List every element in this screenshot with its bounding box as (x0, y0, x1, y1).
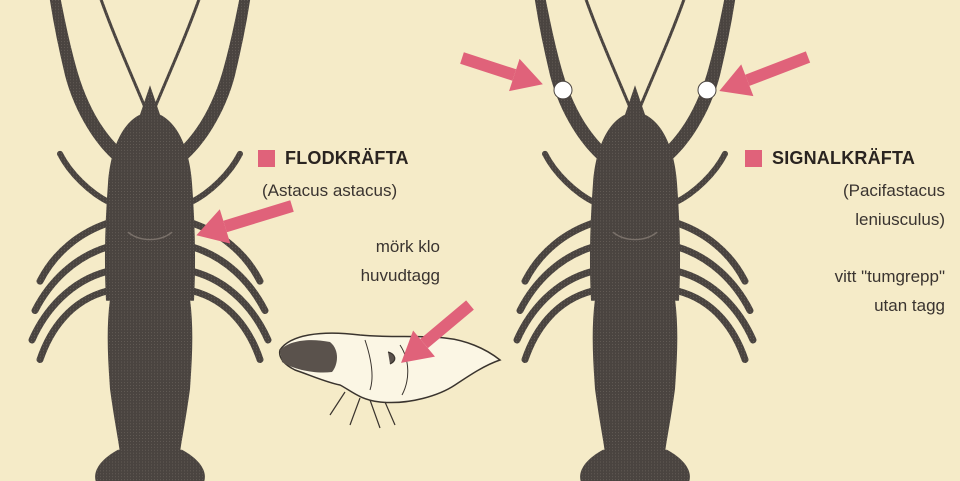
species-name: FLODKRÄFTA (285, 148, 409, 169)
note-line: mörk klo (320, 232, 440, 261)
arrow-icon (713, 41, 814, 107)
signalkrafta-illustration (501, 0, 769, 481)
flodkrafta-illustration (16, 0, 284, 481)
flodkrafta-notes: mörk klo huvudtagg (320, 232, 440, 290)
signalkrafta-notes: vitt "tumgrepp" utan tagg (760, 262, 945, 320)
head-detail-drawing (280, 333, 500, 428)
latin-name-line: (Pacifastacus (780, 176, 945, 205)
signalkrafta-label-block: SIGNALKRÄFTA (745, 148, 915, 169)
note-line: vitt "tumgrepp" (760, 262, 945, 291)
note-line: utan tagg (760, 291, 945, 320)
arrows (191, 41, 814, 376)
flodkrafta-label-block: FLODKRÄFTA (258, 148, 409, 169)
latin-name-line: leniusculus) (780, 205, 945, 234)
note-line: huvudtagg (320, 261, 440, 290)
latin-name: (Astacus astacus) (262, 176, 397, 205)
white-thumb-spot-left (554, 81, 572, 99)
species-name: SIGNALKRÄFTA (772, 148, 915, 169)
arrow-icon (457, 42, 548, 101)
flodkrafta-latin-block: (Astacus astacus) (262, 176, 397, 205)
white-thumb-spot-right (698, 81, 716, 99)
signalkrafta-latin-block: (Pacifastacus leniusculus) (780, 176, 945, 234)
pink-square-marker (258, 150, 275, 167)
pink-square-marker (745, 150, 762, 167)
